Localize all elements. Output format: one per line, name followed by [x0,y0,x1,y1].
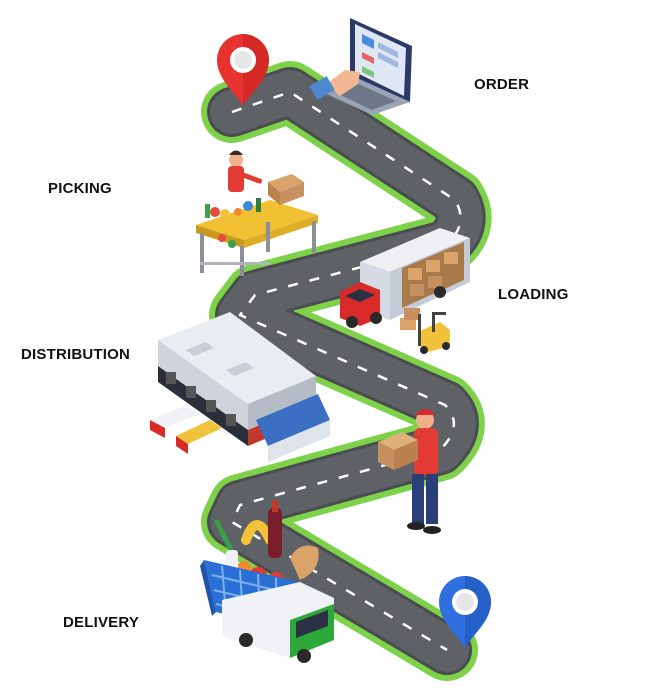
courier-icon [378,409,441,534]
laptop-icon [309,18,412,115]
step-label-picking: PICKING [48,180,112,197]
cargo-truck-icon [340,228,470,328]
step-label-loading: LOADING [498,286,569,303]
distribution-center-icon [150,312,330,462]
road-lane-markings [230,90,462,652]
forklift-icon [400,308,450,354]
step-label-distribution: DISTRIBUTION [21,346,131,363]
location-pin-icon [217,34,269,106]
warehouse-worker-icon [196,150,318,276]
step-label-order: ORDER [474,76,530,93]
step-label-delivery: DELIVERY [63,614,140,631]
winding-road [201,61,492,681]
location-pin-icon [439,576,491,648]
delivery-van-icon [222,582,334,663]
